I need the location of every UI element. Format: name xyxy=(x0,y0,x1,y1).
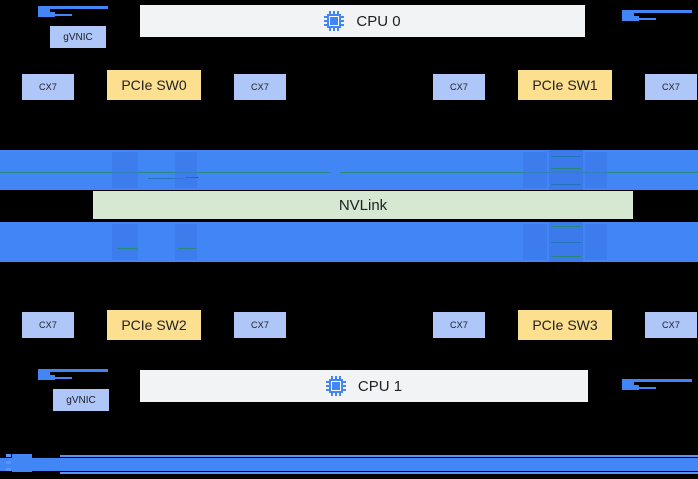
nvlink-label: NVLink xyxy=(338,196,388,214)
pcie-sw3-box[interactable]: PCIe SW3 xyxy=(518,310,612,340)
gpu-band-lower xyxy=(0,222,698,262)
network-plug-icon-bottom-right xyxy=(622,377,692,393)
footer-line-bottom xyxy=(60,472,698,474)
cpu-0-box[interactable]: CPU 0 xyxy=(140,5,585,37)
cpu-0-label: CPU 0 xyxy=(356,12,401,30)
cx7-box-bottom-4[interactable]: CX7 xyxy=(645,312,697,338)
cx7-box-top-2[interactable]: CX7 xyxy=(234,74,286,100)
nvlink-box[interactable]: NVLink xyxy=(93,191,633,219)
cx7-box-bottom-2[interactable]: CX7 xyxy=(234,312,286,338)
cx7-box-bottom-1[interactable]: CX7 xyxy=(22,312,74,338)
cx7-box-top-4[interactable]: CX7 xyxy=(645,74,697,100)
footer-bar xyxy=(0,458,698,471)
network-plug-icon-top-left xyxy=(38,4,108,20)
pcie-sw1-box[interactable]: PCIe SW1 xyxy=(518,70,612,100)
footer-line-top xyxy=(60,455,698,457)
pcie-sw2-box[interactable]: PCIe SW2 xyxy=(107,310,201,340)
network-plug-icon-top-right xyxy=(622,8,692,24)
cx7-box-bottom-3[interactable]: CX7 xyxy=(433,312,485,338)
gvnic-label-top: gVNIC xyxy=(50,26,106,48)
server-rack-icon xyxy=(6,452,40,478)
network-plug-icon-bottom-left xyxy=(38,367,108,383)
chip-icon-cpu-1 xyxy=(325,376,346,396)
cpu-1-label: CPU 1 xyxy=(357,377,403,395)
cpu-1-box[interactable]: CPU 1 xyxy=(140,370,588,402)
gvnic-label-bottom: gVNIC xyxy=(53,389,109,411)
cx7-box-top-1[interactable]: CX7 xyxy=(22,74,74,100)
gpu-band-upper xyxy=(0,150,698,190)
chip-icon-cpu-0 xyxy=(324,11,345,31)
cx7-box-top-3[interactable]: CX7 xyxy=(433,74,485,100)
pcie-sw0-box[interactable]: PCIe SW0 xyxy=(107,70,201,100)
